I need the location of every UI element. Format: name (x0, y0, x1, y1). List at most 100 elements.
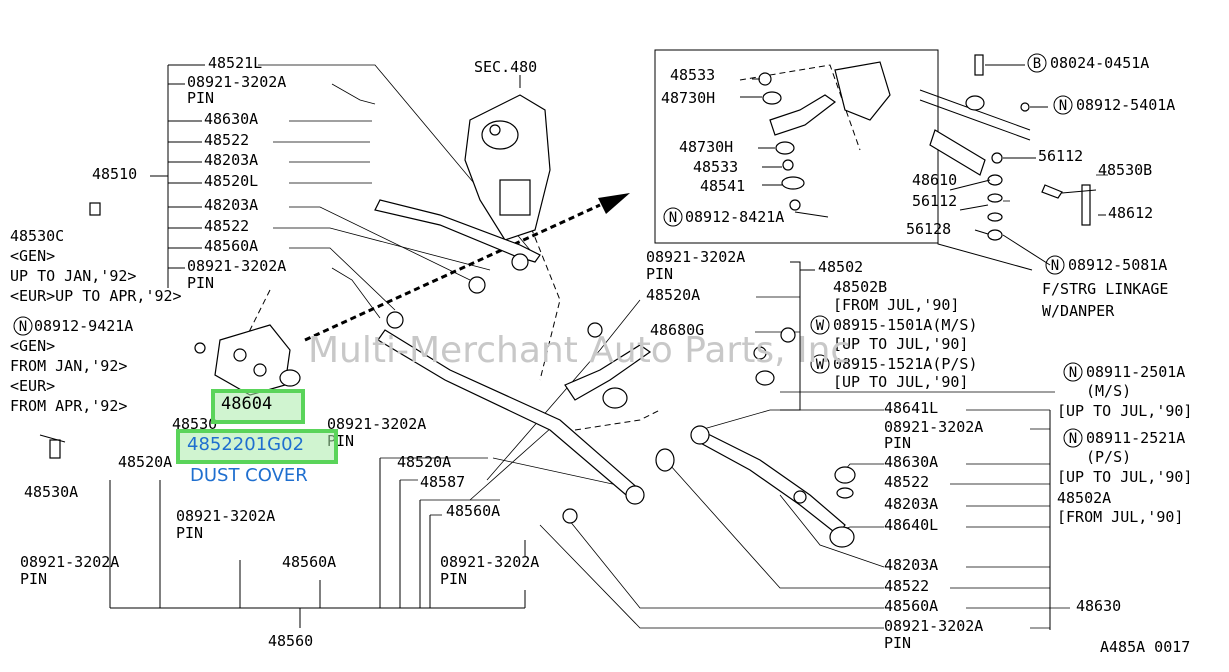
part-label-l5: 48522 (204, 131, 249, 149)
part-label-l61: PIN (884, 434, 911, 452)
marker-circle-m7 (810, 354, 830, 374)
part-label-l11: 48560A (204, 237, 258, 255)
part-label-l8: 48510 (92, 165, 137, 183)
part-label-l60: 08921-3202A (884, 418, 983, 436)
marker-letter-m2: N (669, 210, 677, 226)
part-label-l45: [FROM JUL,'90] (833, 296, 959, 314)
part-label-l77: 08912-8421A (685, 208, 784, 226)
direction-arrow (304, 203, 601, 342)
part-label-l41: PIN (646, 265, 673, 283)
part-label-l52: (M/S) (1086, 382, 1131, 400)
part-label-l67: 48522 (884, 577, 929, 595)
part-label-l64: 48203A (884, 495, 938, 513)
part-label-l17: <EUR>UP TO APR,'92> (10, 287, 182, 305)
inset-idler-parts (740, 61, 891, 218)
part-label-l14: 48530C (10, 227, 64, 245)
part-label-l78: 08024-0451A (1050, 54, 1149, 72)
part-label-l18: 08912-9421A (34, 317, 133, 335)
marker-letter-m4: N (1059, 98, 1067, 114)
idler-arm-center (562, 322, 796, 524)
part-label-l71: PIN (884, 634, 911, 652)
part-label-l26: 08921-3202A (176, 507, 275, 525)
part-label-l28: 08921-3202A (20, 553, 119, 571)
marker-letter-m5: N (1051, 258, 1059, 274)
part-label-l62: 48630A (884, 453, 938, 471)
part-label-l35: 48587 (420, 473, 465, 491)
part-label-l82: 48610 (912, 171, 957, 189)
part-label-l44: 48502B (833, 278, 887, 296)
part-label-l69: 48630 (1076, 597, 1121, 615)
part-label-l22: FROM APR,'92> (10, 397, 127, 415)
part-label-l20: FROM JAN,'92> (10, 357, 127, 375)
part-label-l76: 48541 (700, 177, 745, 195)
dust-cover-label: DUST COVER (190, 465, 308, 486)
marker-letter-m3: B (1033, 56, 1041, 72)
part-label-l50: [UP TO JUL,'90] (833, 373, 968, 391)
marker-circle-m8 (1063, 362, 1083, 382)
part-label-l24: 48520A (118, 453, 172, 471)
part-label-l31: 48560 (268, 632, 313, 650)
part-label-l10: 48522 (204, 217, 249, 235)
part-label-l19: <GEN> (10, 337, 55, 355)
part-label-l6: 48203A (204, 151, 258, 169)
part-label-l75: 48533 (693, 158, 738, 176)
marker-letter-m8: N (1069, 365, 1077, 381)
marker-circle-m4 (1053, 95, 1073, 115)
watermark: Multi-Merchant Auto Parts, Inc (308, 330, 850, 371)
part-label-l37: 08921-3202A (440, 553, 539, 571)
part-label-l25: 48530A (24, 483, 78, 501)
part-label-l38: PIN (440, 570, 467, 588)
part-label-l46: 48680G (650, 321, 704, 339)
highlight-4852201G02-label: 4852201G02 (187, 434, 305, 455)
marker-circle-m5 (1045, 255, 1065, 275)
part-label-l16: UP TO JAN,'92> (10, 267, 136, 285)
part-label-l85: 56128 (906, 220, 951, 238)
part-label-l65: 48640L (884, 516, 938, 534)
part-label-l57: 48502A (1057, 489, 1111, 507)
marker-letter-m9: N (1069, 431, 1077, 447)
inset-box-linkage-edge (937, 50, 1033, 271)
part-label-l70: 08921-3202A (884, 617, 983, 635)
part-label-l9: 48203A (204, 196, 258, 214)
part-label-l80: 56112 (1038, 147, 1083, 165)
part-label-l13: PIN (187, 274, 214, 292)
part-label-l27: PIN (176, 524, 203, 542)
part-label-l84: 48612 (1108, 204, 1153, 222)
part-label-l43: 48520A (646, 286, 700, 304)
part-label-l56: [UP TO JUL,'90] (1057, 468, 1192, 486)
part-label-l63: 48522 (884, 473, 929, 491)
part-label-l87: F/STRG LINKAGE (1042, 280, 1168, 298)
part-label-l66: 48203A (884, 556, 938, 574)
part-label-l12: 08921-3202A (187, 257, 286, 275)
part-label-l4: 48630A (204, 110, 258, 128)
part-label-l7: 48520L (204, 172, 258, 190)
part-label-l32: 08921-3202A (327, 415, 426, 433)
part-label-l3: PIN (187, 89, 214, 107)
part-label-l88: W/DANPER (1042, 302, 1115, 320)
marker-circle-m9 (1063, 428, 1083, 448)
part-label-l15: <GEN> (10, 247, 55, 265)
part-label-l53: [UP TO JUL,'90] (1057, 402, 1192, 420)
part-labels: 48521L08921-3202APIN48630A4852248203A485… (10, 54, 1192, 652)
diagram-code: A485A 0017 (1100, 638, 1190, 656)
highlight-48604-label: 48604 (221, 394, 273, 414)
part-label-l30: 48560A (282, 553, 336, 571)
part-label-l40: 08921-3202A (646, 248, 745, 266)
part-label-l36: 48560A (446, 502, 500, 520)
marker-circle-m2 (663, 207, 683, 227)
highlight-48604[interactable] (211, 389, 305, 424)
part-label-l29: PIN (20, 570, 47, 588)
steering-gearbox (464, 75, 551, 241)
idler-bracket-left (39, 202, 301, 459)
part-label-l83: 56112 (912, 192, 957, 210)
part-label-l39: SEC.480 (474, 58, 537, 76)
part-label-l74: 48730H (679, 138, 733, 156)
part-label-l54: 08911-2521A (1086, 429, 1185, 447)
part-label-l79: 08912-5401A (1076, 96, 1175, 114)
part-label-l73: 48730H (661, 89, 715, 107)
highlight-4852201G02[interactable] (176, 429, 338, 464)
marker-circle-m6 (810, 315, 830, 335)
part-label-l81: 48530B (1098, 161, 1152, 179)
marker-circle-m3 (1027, 53, 1047, 73)
